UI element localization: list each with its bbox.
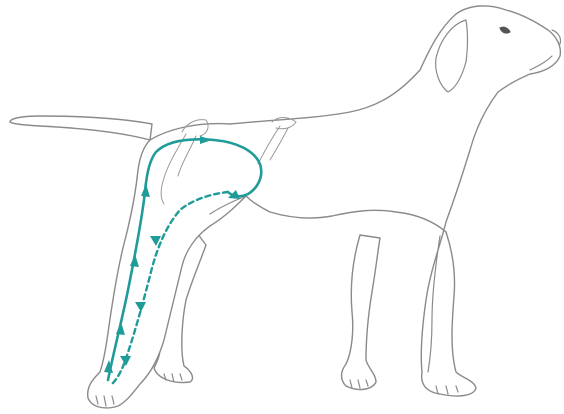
body-silhouette: [88, 6, 561, 408]
dog-outline: [10, 6, 561, 408]
far-front-leg: [342, 235, 381, 389]
tail: [10, 116, 152, 140]
